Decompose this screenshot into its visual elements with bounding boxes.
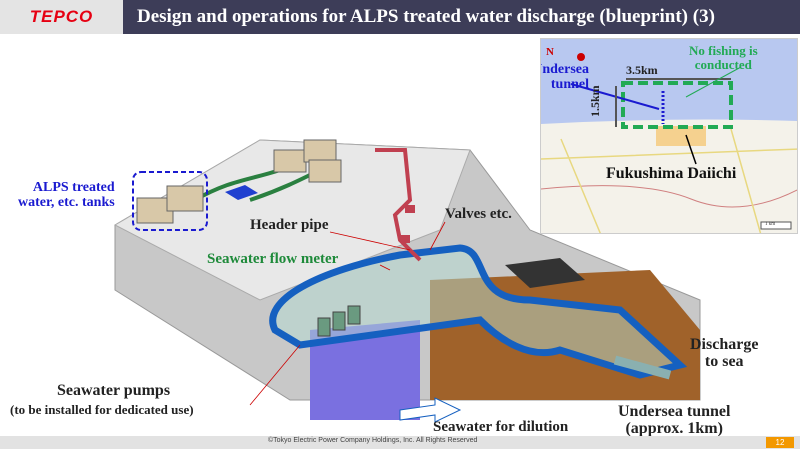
undersea-tunnel-pipe <box>613 355 672 380</box>
leader-flow <box>379 264 391 271</box>
header-pipe-label: Header pipe <box>250 217 329 233</box>
flow-meter-label: Seawater flow meter <box>207 251 339 267</box>
tepco-logo: TEPCO <box>29 7 94 26</box>
site-label: Fukushima Daiichi <box>606 165 737 182</box>
dilution-label: Seawater for dilution <box>433 419 569 435</box>
map-drawing <box>541 39 797 233</box>
pumps-note: (to be installed for dedicated use) <box>10 402 194 417</box>
dilution-arrow <box>399 397 462 423</box>
embankment-top <box>113 139 471 301</box>
discharge-route <box>269 244 688 379</box>
leader-valves <box>429 221 446 251</box>
page-title: Design and operations for ALPS treated w… <box>123 0 800 34</box>
leader-pumps <box>249 344 301 406</box>
height-label: 1.5km <box>588 85 602 117</box>
tank-highlight <box>132 171 208 231</box>
logo-area: TEPCO <box>0 0 123 34</box>
flow-meters <box>317 305 361 337</box>
north-indicator: N <box>546 46 554 58</box>
pumps-label: Seawater pumps <box>57 382 171 399</box>
valves-label: Valves etc. <box>445 206 512 222</box>
width-label: 3.5km <box>626 63 658 77</box>
tunnel-label: Undersea tunnel(approx. 1km) <box>618 403 731 437</box>
copyright: ©Tokyo Electric Power Company Holdings, … <box>268 437 478 444</box>
scale-bar: 1 km <box>765 222 776 227</box>
page-number: 12 <box>766 437 794 448</box>
facility-diagram <box>113 139 701 423</box>
tanks <box>136 139 342 224</box>
footer-bar <box>0 436 800 449</box>
blue-building <box>225 185 258 200</box>
valves <box>400 205 415 243</box>
dark-tile <box>505 258 585 288</box>
pump-pit <box>310 320 420 420</box>
leader-header <box>329 231 411 251</box>
pipe-red <box>375 148 422 262</box>
